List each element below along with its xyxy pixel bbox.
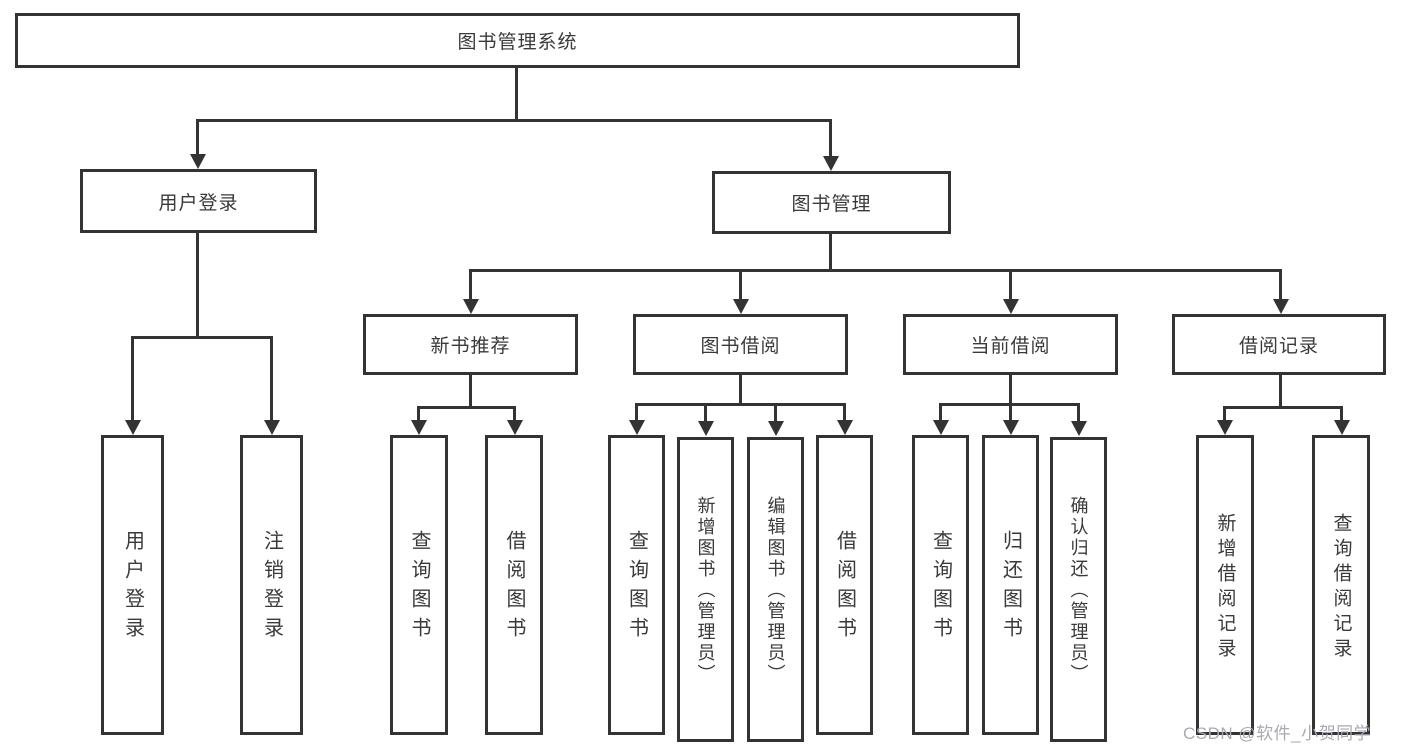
connector-root-bar (196, 119, 832, 122)
node-user-login: 用户登录 (80, 169, 317, 233)
connector-borrow-record-bar (1223, 406, 1343, 409)
connector-to-book-management (829, 119, 832, 156)
connector-book-management-stem (829, 234, 832, 271)
connector-leaf (1009, 403, 1012, 421)
connector-book-borrow-bar (635, 403, 846, 406)
leaf-add-book-admin: 新增图书（管理员） (677, 437, 734, 742)
arrow-down-icon (190, 154, 206, 169)
connector-borrow-record-stem (1279, 375, 1282, 408)
leaf-add-borrow-record: 新增借阅记录 (1196, 435, 1254, 735)
leaf-edit-book-admin: 编辑图书（管理员） (747, 437, 804, 742)
arrow-down-icon (1273, 299, 1289, 314)
arrow-down-icon (1003, 299, 1019, 314)
node-book-borrow: 图书借阅 (633, 314, 848, 375)
leaf-borrow-book: 借阅图书 (816, 435, 873, 735)
arrow-down-icon (733, 299, 749, 314)
connector-user-login-bar (131, 336, 273, 339)
arrow-down-icon (1217, 420, 1233, 435)
arrow-down-icon (507, 420, 523, 435)
connector-current-borrow-stem (1009, 375, 1012, 405)
connector-to-current-borrow (1009, 269, 1012, 300)
arrow-down-icon (1071, 421, 1087, 436)
arrow-down-icon (1334, 420, 1350, 435)
connector-to-leaf-logout (270, 336, 273, 421)
arrow-down-icon (463, 299, 479, 314)
connector-leaf (1077, 403, 1080, 421)
connector-book-borrow-stem (739, 375, 742, 405)
leaf-confirm-return-admin: 确认归还（管理员） (1050, 437, 1107, 742)
arrow-down-icon (933, 420, 949, 435)
connector-leaf (1340, 406, 1343, 421)
arrow-down-icon (698, 421, 714, 436)
connector-to-borrow-record (1279, 269, 1282, 300)
leaf-logout: 注销登录 (240, 435, 303, 735)
connector-leaf (774, 403, 777, 421)
connector-to-user-login (196, 119, 199, 155)
arrow-down-icon (823, 156, 839, 171)
arrow-down-icon (837, 420, 853, 435)
connector-leaf (939, 403, 942, 421)
csdn-watermark: CSDN @软件_小贺同学 (1183, 724, 1372, 743)
connector-new-book-stem (469, 375, 472, 408)
connector-leaf (513, 406, 516, 421)
arrow-down-icon (411, 420, 427, 435)
leaf-query-book-recommend: 查询图书 (390, 435, 448, 735)
leaf-return-book: 归还图书 (982, 435, 1039, 735)
leaf-query-book-current: 查询图书 (912, 435, 969, 735)
leaf-query-borrow-record: 查询借阅记录 (1312, 435, 1370, 735)
node-borrow-record: 借阅记录 (1172, 314, 1386, 375)
connector-new-book-bar (417, 406, 516, 409)
node-library-management-system: 图书管理系统 (15, 13, 1020, 68)
leaf-query-book-borrow: 查询图书 (608, 435, 665, 735)
connector-leaf (635, 403, 638, 421)
node-new-book-recommend: 新书推荐 (363, 314, 578, 375)
connector-to-new-book (469, 269, 472, 300)
connector-to-book-borrow (739, 269, 742, 300)
arrow-down-icon (768, 421, 784, 436)
node-book-management: 图书管理 (712, 171, 951, 234)
connector-leaf (417, 406, 420, 421)
connector-leaf (843, 403, 846, 421)
arrow-down-icon (629, 420, 645, 435)
connector-leaf (1223, 406, 1226, 421)
connector-leaf (704, 403, 707, 421)
leaf-borrow-book-recommend: 借阅图书 (485, 435, 543, 735)
connector-to-leaf-user-login (131, 336, 134, 421)
leaf-user-login: 用户登录 (101, 435, 164, 735)
arrow-down-icon (264, 420, 280, 435)
connector-root-stem (515, 67, 518, 120)
arrow-down-icon (125, 420, 141, 435)
connector-user-login-stem (196, 233, 199, 338)
connector-book-management-bar (469, 269, 1281, 272)
node-current-borrow: 当前借阅 (903, 314, 1118, 375)
arrow-down-icon (1003, 420, 1019, 435)
